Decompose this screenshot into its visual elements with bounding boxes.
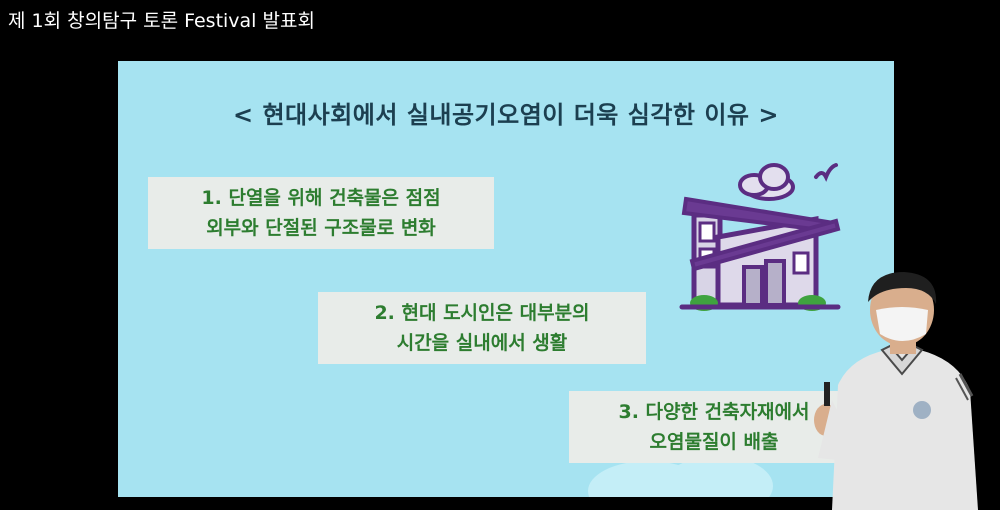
video-title: 제 1회 창의탐구 토론 Festival 발표회 (8, 10, 315, 32)
point-3-line-2: 오염물질이 배출 (649, 431, 779, 453)
presentation-slide: < 현대사회에서 실내공기오염이 더욱 심각한 이유 > 1. 단열을 위해 건… (118, 61, 894, 497)
bird-icon (814, 163, 838, 182)
cloud-icon (738, 163, 795, 201)
point-1: 1. 단열을 위해 건축물은 점점 외부와 단절된 구조물로 변화 (148, 177, 494, 249)
point-2-line-2: 시간을 실내에서 생활 (396, 332, 568, 354)
building-icon (679, 163, 841, 311)
point-2: 2. 현대 도시인은 대부분의 시간을 실내에서 생활 (318, 292, 646, 364)
point-1-line-1: 1. 단열을 위해 건축물은 점점 (201, 187, 441, 209)
point-3: 3. 다양한 건축자재에서 오염물질이 배출 (569, 391, 859, 463)
point-1-line-2: 외부와 단절된 구조물로 변화 (206, 217, 436, 239)
presenter (814, 272, 978, 510)
cloud-decoration (588, 456, 773, 497)
point-2-line-1: 2. 현대 도시인은 대부분의 (374, 302, 590, 324)
slide-title: < 현대사회에서 실내공기오염이 더욱 심각한 이유 > (233, 101, 779, 129)
point-3-line-1: 3. 다양한 건축자재에서 (618, 401, 810, 423)
